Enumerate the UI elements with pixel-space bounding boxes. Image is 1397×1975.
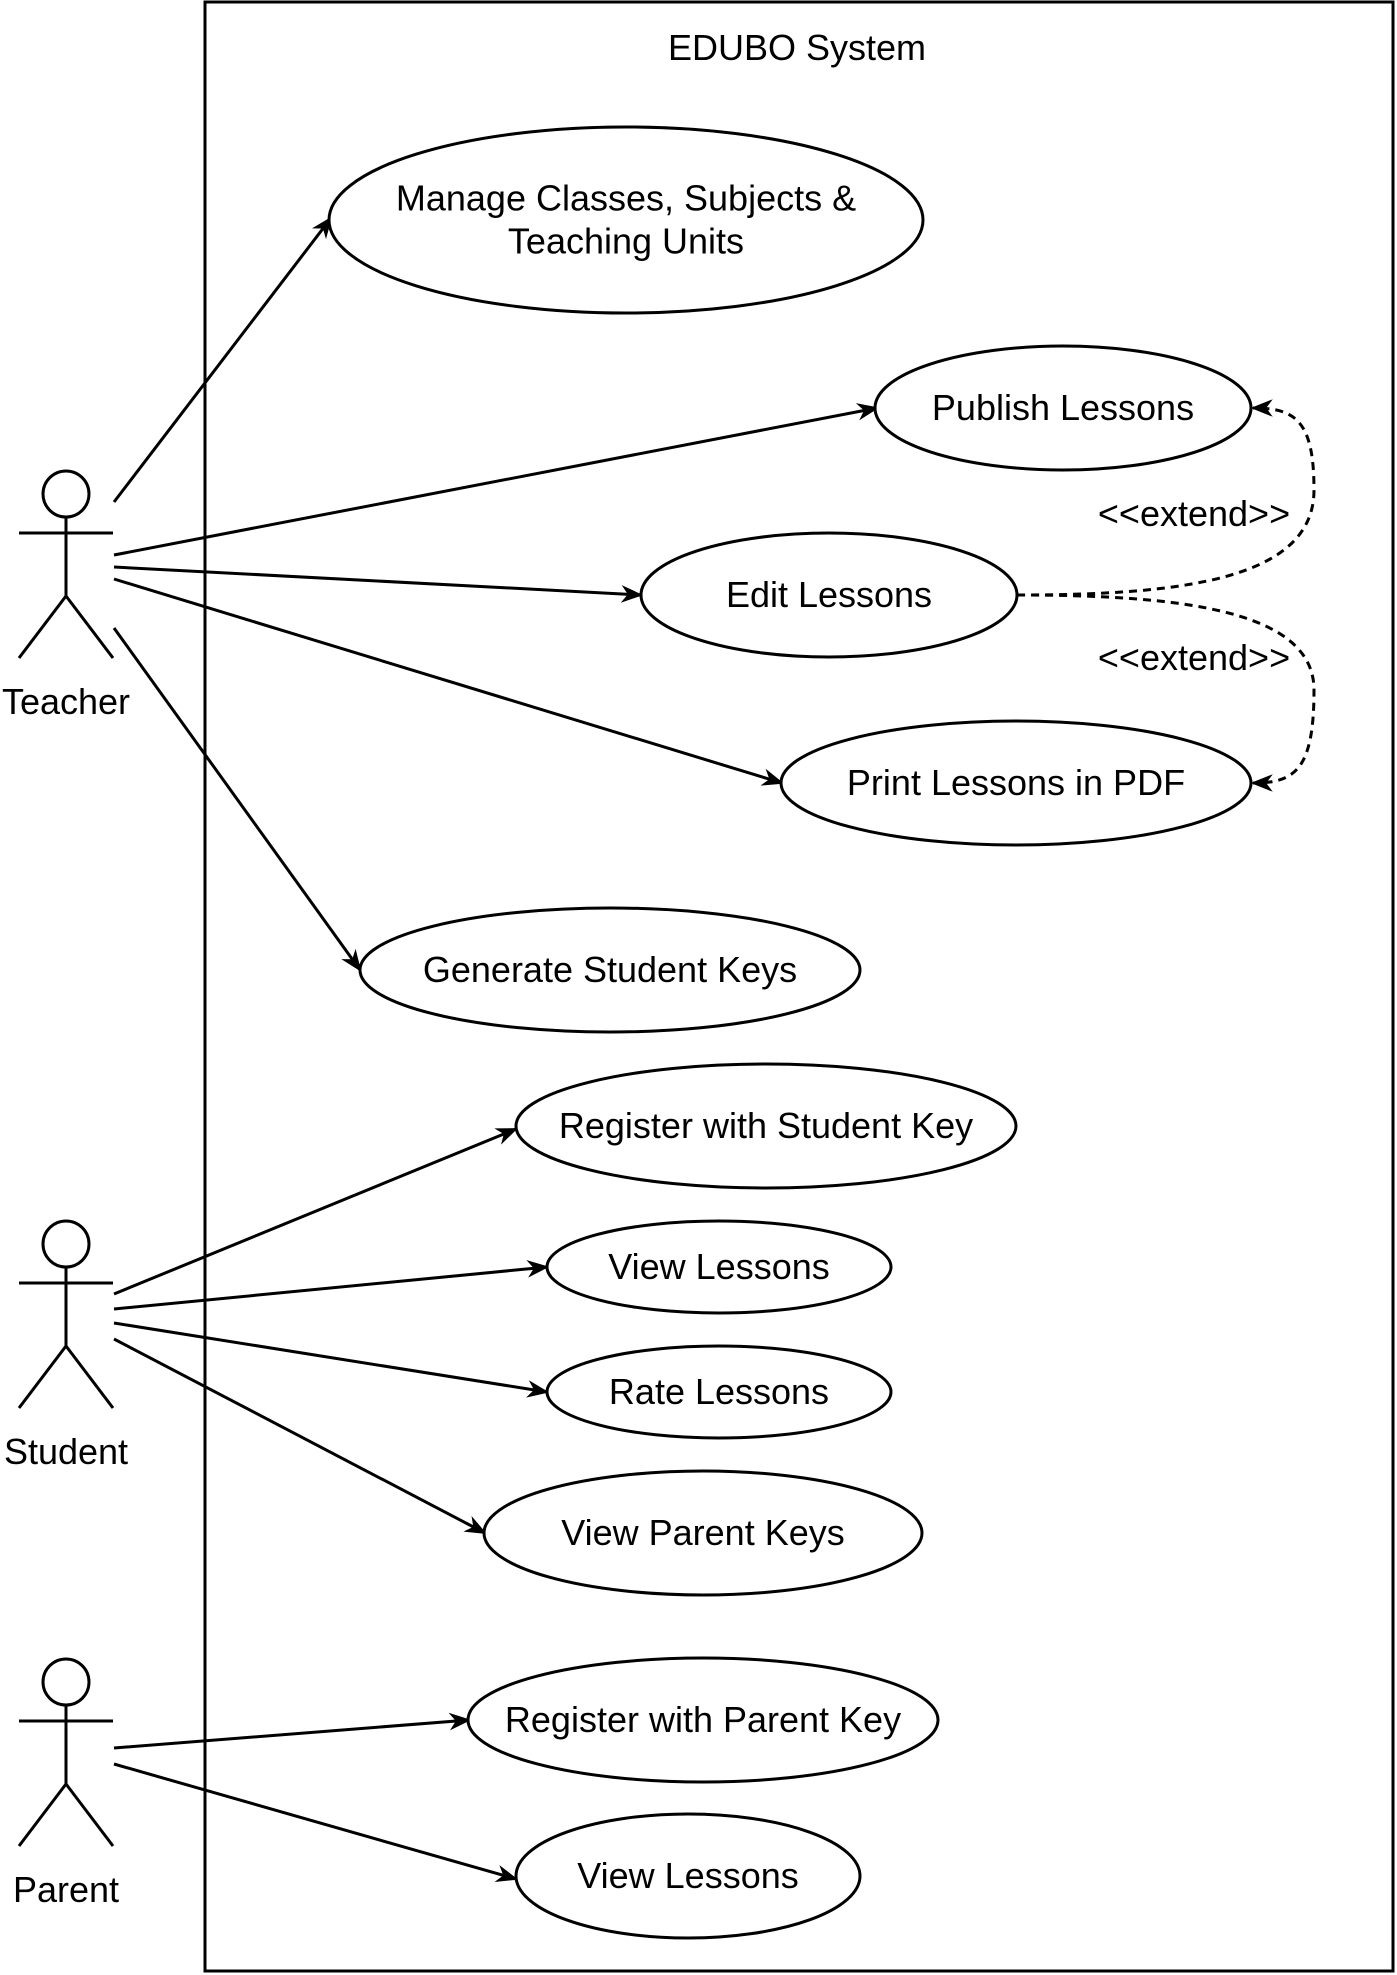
use-case-ellipse[interactable]: [327, 125, 925, 315]
use-case-ellipse[interactable]: [873, 344, 1253, 472]
actor-right-leg: [64, 1345, 115, 1409]
use-case-label: View Lessons: [577, 1855, 798, 1896]
extend-layer: <<extend>> <<extend>>: [1016, 399, 1316, 792]
actor-left-leg: [17, 1345, 68, 1409]
use-case-ellipse[interactable]: [358, 906, 862, 1034]
system-boundary: [203, 0, 1395, 1973]
use-case-viewparentkeys[interactable]: View Parent Keys: [482, 1469, 924, 1597]
use-case-ellipse[interactable]: [514, 1812, 862, 1940]
use-case-ellipse[interactable]: [466, 1656, 940, 1784]
actor-right-leg: [64, 1783, 115, 1847]
use-case-label: Teaching Units: [508, 221, 744, 262]
use-case-label: Print Lessons in PDF: [847, 762, 1185, 803]
actor-student[interactable]: Student: [4, 1219, 128, 1472]
use-case-publish[interactable]: Publish Lessons: [873, 344, 1253, 472]
use-case-regparent[interactable]: Register with Parent Key: [466, 1656, 940, 1784]
actor-head: [41, 469, 91, 519]
association-parent-viewlessons_parent: [113, 1762, 519, 1883]
actor-teacher[interactable]: Teacher: [2, 469, 130, 722]
actor-head: [41, 1219, 91, 1269]
association-teacher-genkeys: [112, 627, 362, 972]
use-case-print[interactable]: Print Lessons in PDF: [779, 719, 1253, 847]
actor-right-leg: [64, 595, 115, 659]
association-teacher-print: [113, 577, 785, 786]
actor-label: Student: [4, 1431, 128, 1472]
use-case-ellipse[interactable]: [639, 531, 1019, 659]
use-case-ellipse[interactable]: [779, 719, 1253, 847]
use-case-edit[interactable]: Edit Lessons: [639, 531, 1019, 659]
use-case-genkeys[interactable]: Generate Student Keys: [358, 906, 862, 1034]
use-case-viewlessons_parent[interactable]: View Lessons: [514, 1812, 862, 1940]
use-case-label: View Parent Keys: [561, 1512, 844, 1553]
use-case-layer: Manage Classes, Subjects &Teaching Units…: [327, 125, 1253, 1940]
actor-head: [41, 1657, 91, 1707]
extend-label: <<extend>>: [1098, 637, 1290, 678]
association-layer: [112, 216, 880, 1883]
use-case-viewlessons_student[interactable]: View Lessons: [545, 1219, 893, 1315]
actor-label: Parent: [13, 1869, 119, 1910]
use-case-ellipse[interactable]: [514, 1062, 1018, 1190]
use-case-ellipse[interactable]: [545, 1344, 893, 1440]
system-title: EDUBO System: [668, 27, 926, 68]
association-student-viewlessons_student: [113, 1260, 550, 1311]
actor-left-leg: [17, 595, 68, 659]
association-teacher-edit: [113, 565, 644, 603]
association-student-regstudent: [113, 1127, 519, 1296]
use-case-rate[interactable]: Rate Lessons: [545, 1344, 893, 1440]
use-case-label: Edit Lessons: [726, 574, 932, 615]
use-case-label: Generate Student Keys: [423, 949, 797, 990]
use-case-regstudent[interactable]: Register with Student Key: [514, 1062, 1018, 1190]
association-teacher-publish: [113, 403, 880, 557]
association-teacher-manage: [112, 216, 333, 503]
use-case-label: Register with Parent Key: [505, 1699, 901, 1740]
actor-label: Teacher: [2, 681, 130, 722]
use-case-label: Rate Lessons: [609, 1371, 829, 1412]
actor-left-leg: [17, 1783, 68, 1847]
association-student-viewparentkeys: [113, 1337, 487, 1535]
use-case-manage[interactable]: Manage Classes, Subjects &Teaching Units: [327, 125, 925, 315]
extend-edit-publish: [1016, 399, 1316, 597]
association-parent-regparent: [113, 1712, 472, 1750]
use-case-ellipse[interactable]: [545, 1219, 893, 1315]
use-case-label: View Lessons: [608, 1246, 829, 1287]
extend-edit-print: [1016, 593, 1316, 792]
use-case-ellipse[interactable]: [482, 1469, 924, 1597]
use-case-label: Manage Classes, Subjects &: [396, 178, 856, 219]
actor-parent[interactable]: Parent: [13, 1657, 119, 1910]
use-case-label: Register with Student Key: [559, 1105, 973, 1146]
use-case-label: Publish Lessons: [932, 387, 1194, 428]
extend-label: <<extend>>: [1098, 493, 1290, 534]
association-student-rate: [113, 1321, 550, 1398]
